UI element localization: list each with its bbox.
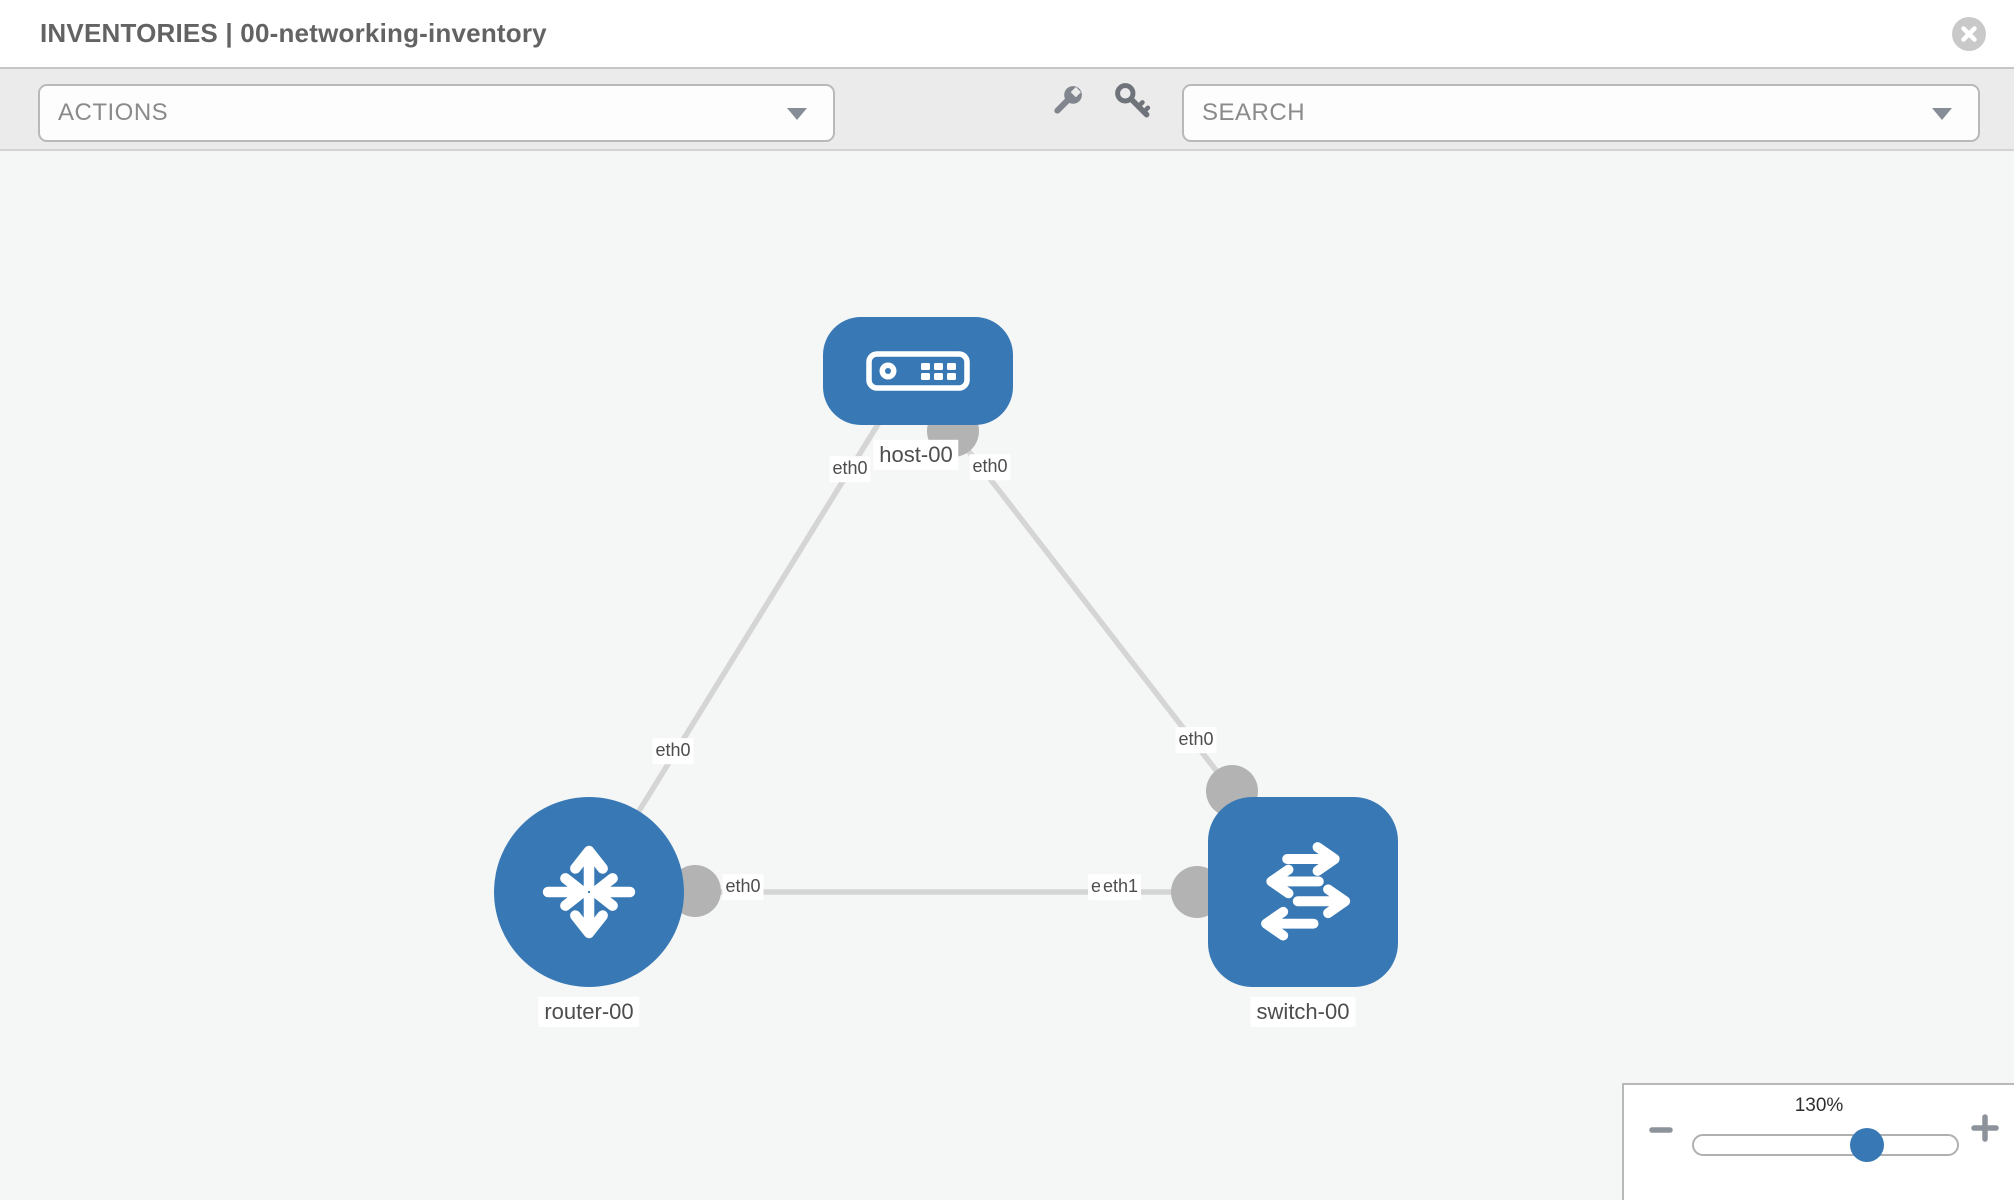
node-label-router: router-00 xyxy=(538,996,640,1028)
minus-icon xyxy=(1649,1127,1673,1133)
iface-label: eth0 xyxy=(722,874,764,900)
zoom-slider-track[interactable] xyxy=(1692,1128,1959,1162)
iface-label: eth0 xyxy=(652,738,694,764)
tools-button[interactable] xyxy=(1048,82,1086,125)
plus-icon xyxy=(1971,1114,1999,1142)
node-label-switch: switch-00 xyxy=(1250,996,1356,1028)
zoom-slider-thumb[interactable] xyxy=(1850,1128,1884,1162)
node-switch-00[interactable] xyxy=(1208,797,1398,987)
node-router-00[interactable] xyxy=(494,797,684,987)
chevron-down-icon xyxy=(787,108,807,120)
router-arrows-icon xyxy=(542,845,636,939)
close-button[interactable] xyxy=(1952,17,1986,51)
search-dropdown-label: SEARCH xyxy=(1202,99,1306,126)
iface-label: eth0 xyxy=(829,456,871,482)
wrench-icon xyxy=(1054,86,1082,114)
iface-label: eth0 xyxy=(1175,727,1217,753)
zoom-percent-label: 130% xyxy=(1794,1095,1844,1116)
host-device-icon xyxy=(866,351,970,391)
node-label-host: host-00 xyxy=(873,439,959,471)
credentials-button[interactable] xyxy=(1112,80,1154,127)
close-icon xyxy=(1952,17,1986,51)
zoom-out-button[interactable] xyxy=(1646,1115,1676,1150)
actions-dropdown-label: ACTIONS xyxy=(58,99,169,126)
page-title: INVENTORIES | 00-networking-inventory xyxy=(40,18,547,48)
search-dropdown[interactable]: SEARCH xyxy=(1182,84,1980,142)
header: INVENTORIES | 00-networking-inventory xyxy=(0,0,2014,69)
key-icon xyxy=(1115,83,1151,118)
toolbar: ACTIONS SEARCH xyxy=(0,69,2014,151)
switch-arrows-icon xyxy=(1261,842,1351,941)
zoom-in-button[interactable] xyxy=(1968,1111,2002,1150)
iface-label: eth1 xyxy=(1100,874,1142,900)
chevron-down-icon xyxy=(1932,108,1952,120)
iface-label: eth0 xyxy=(969,454,1011,480)
zoom-control-panel: 130% xyxy=(1622,1083,2014,1200)
node-host-00[interactable] xyxy=(823,317,1013,425)
actions-dropdown[interactable]: ACTIONS xyxy=(38,84,835,142)
